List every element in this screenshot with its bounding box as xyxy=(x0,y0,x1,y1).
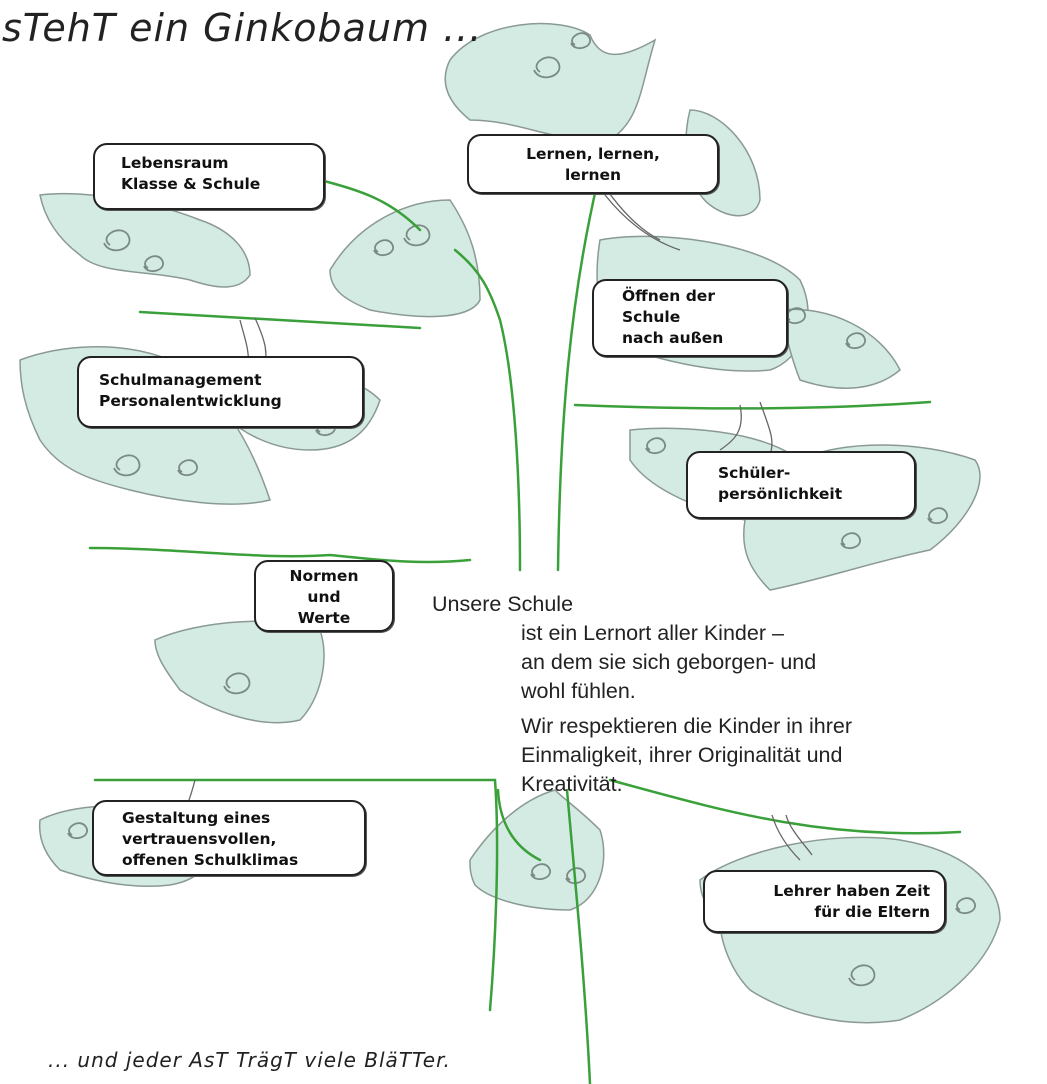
leaf-top xyxy=(444,22,657,142)
statement-title: Unsere Schule xyxy=(432,592,574,616)
trunk-left xyxy=(453,248,522,572)
label-line: offenen Schulklimas xyxy=(122,851,299,869)
leaf-center-left xyxy=(329,199,481,318)
branch-lehrer xyxy=(608,778,962,835)
label-lernen: Lernen, lernen, lernen xyxy=(467,134,719,194)
label-line: persönlichkeit xyxy=(718,485,843,503)
statement-line: wohl fühlen. xyxy=(521,679,636,703)
header-text: sTehT ein Ginkobaum ... xyxy=(2,6,483,50)
trunk-right xyxy=(556,178,600,572)
statement-line: Wir respektieren die Kinder in ihrer xyxy=(521,714,852,738)
label-schulmanagement: Schulmanagement Personalentwicklung xyxy=(77,356,364,428)
label-lehrer: Lehrer haben Zeit für die Eltern xyxy=(703,870,946,933)
leaf-spirals xyxy=(67,32,976,987)
label-line: für die Eltern xyxy=(814,903,930,921)
label-line: vertrauensvollen, xyxy=(122,830,277,848)
branch-gestaltung xyxy=(93,778,499,1012)
trunk-bottom xyxy=(565,788,592,1084)
footer-text: ... und jeder AsT TrägT viele BläTTer. xyxy=(48,1048,451,1072)
statement-line: Kreativität. xyxy=(521,772,623,796)
label-line: Schüler- xyxy=(718,464,791,482)
label-normen: Normen und Werte xyxy=(254,560,394,632)
label-line: Lernen, lernen, xyxy=(526,145,660,163)
statement-line: an dem sie sich geborgen- und xyxy=(521,650,817,674)
label-line: Lehrer haben Zeit xyxy=(773,882,930,900)
leaf-bottom-center xyxy=(469,789,605,911)
label-oeffnen: Öffnen der Schule nach außen xyxy=(592,279,788,357)
label-line: lernen xyxy=(564,166,622,184)
label-line: Personalentwicklung xyxy=(99,392,282,410)
label-line: nach außen xyxy=(622,329,724,347)
label-lebensraum: Lebensraum Klasse & Schule xyxy=(93,143,325,210)
twig-bottom-left xyxy=(496,788,542,862)
leaf-normen xyxy=(154,620,325,724)
label-gestaltung: Gestaltung eines vertrauensvollen, offen… xyxy=(92,800,366,876)
statement-line: ist ein Lernort aller Kinder – xyxy=(521,621,784,645)
label-schueler: Schüler- persönlichkeit xyxy=(686,451,916,519)
label-line: Schule xyxy=(622,308,681,326)
leaf-oeffnen-right xyxy=(779,308,901,389)
branch-schulmanagement xyxy=(138,310,422,330)
label-line: Schulmanagement xyxy=(99,371,262,389)
label-line: Klasse & Schule xyxy=(121,175,261,193)
label-line: Gestaltung eines xyxy=(122,809,271,827)
branch-normen xyxy=(88,546,472,564)
label-line: Werte xyxy=(297,609,351,627)
label-line: Lebensraum xyxy=(121,154,229,172)
branch-lebensraum xyxy=(318,178,422,232)
label-line: Öffnen der xyxy=(622,287,715,305)
branch-schueler xyxy=(573,400,932,410)
statement-line: Einmaligkeit, ihrer Originalität und xyxy=(521,743,843,767)
label-line: Normen xyxy=(289,567,359,585)
label-line: und xyxy=(307,588,341,606)
